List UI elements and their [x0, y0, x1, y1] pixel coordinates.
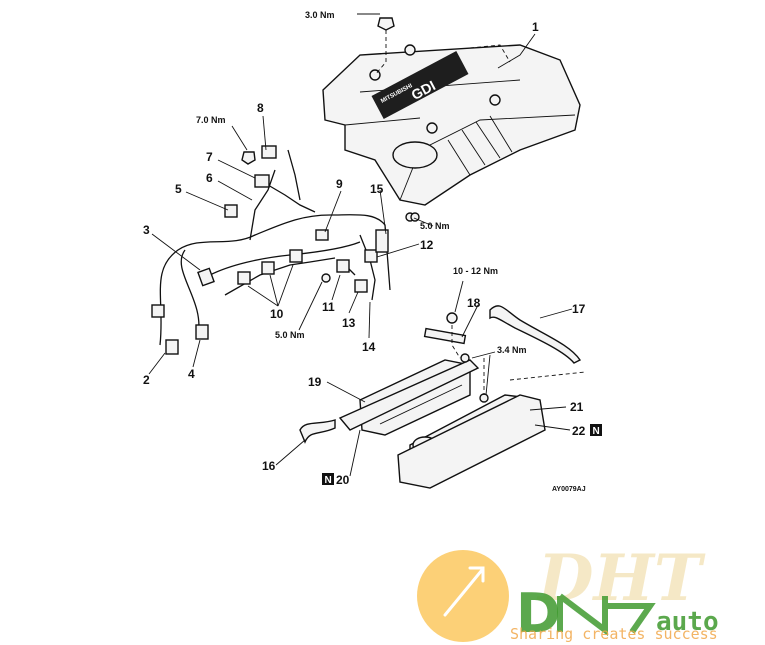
torque-label-rocker: 3.4 Nm: [497, 345, 527, 355]
watermark-brand-word: auto: [656, 607, 719, 637]
bolt-icon: [241, 151, 256, 165]
callout-14: 14: [362, 340, 376, 354]
n-badge-symbol: N: [325, 475, 332, 486]
n-badge-symbol: N: [593, 426, 600, 437]
callout-9: 9: [336, 177, 343, 191]
callout-20: 20: [336, 473, 350, 487]
callout-6: 6: [206, 171, 213, 185]
callout-3: 3: [143, 223, 150, 237]
callout-21: 21: [570, 400, 584, 414]
callout-2: 2: [143, 373, 150, 387]
engine-cover: MITSUBISHI GDI: [322, 44, 581, 206]
callout-18: 18: [467, 296, 481, 310]
torque-label-clamp: 5.0 Nm: [420, 221, 450, 231]
torque-label-bracket: 7.0 Nm: [196, 115, 226, 125]
rocker-cover-assembly: [299, 212, 582, 489]
callout-7: 7: [206, 150, 213, 164]
torque-label-pcv: 10 - 12 Nm: [453, 266, 498, 276]
logo-circle-icon: [417, 550, 509, 642]
callout-19: 19: [308, 375, 322, 389]
watermark-brand-glyph-icon: [557, 593, 656, 637]
arrow-icon: [443, 566, 485, 617]
bolt-icon: [377, 17, 395, 31]
callout-20-group: N 20: [322, 473, 350, 487]
callout-5: 5: [175, 182, 182, 196]
callout-13: 13: [342, 316, 356, 330]
callout-16: 16: [262, 459, 276, 473]
callout-17: 17: [572, 302, 586, 316]
torque-label-cover: 3.0 Nm: [305, 10, 335, 20]
n-badge-icon: [322, 473, 334, 485]
wiring-harness: [151, 145, 415, 355]
watermark-logo: DHT D auto Sharing creates success: [417, 541, 719, 645]
callout-10: 10: [270, 307, 284, 321]
torque-label-harness: 5.0 Nm: [275, 330, 305, 340]
callout-22: 22: [572, 424, 586, 438]
callout-12: 12: [420, 238, 434, 252]
callout-1: 1: [532, 20, 539, 34]
callout-22-group: 22 N: [572, 424, 602, 438]
callout-4: 4: [188, 367, 195, 381]
figure-code: AY0079AJ: [552, 486, 586, 493]
watermark-brand-mark: D: [516, 582, 561, 645]
callout-11: 11: [322, 300, 335, 314]
n-badge-icon: [590, 424, 602, 436]
callout-8: 8: [257, 101, 264, 115]
watermark-tagline: Sharing creates success: [510, 625, 718, 643]
callout-15: 15: [370, 182, 384, 196]
leader-lines: [148, 13, 573, 477]
